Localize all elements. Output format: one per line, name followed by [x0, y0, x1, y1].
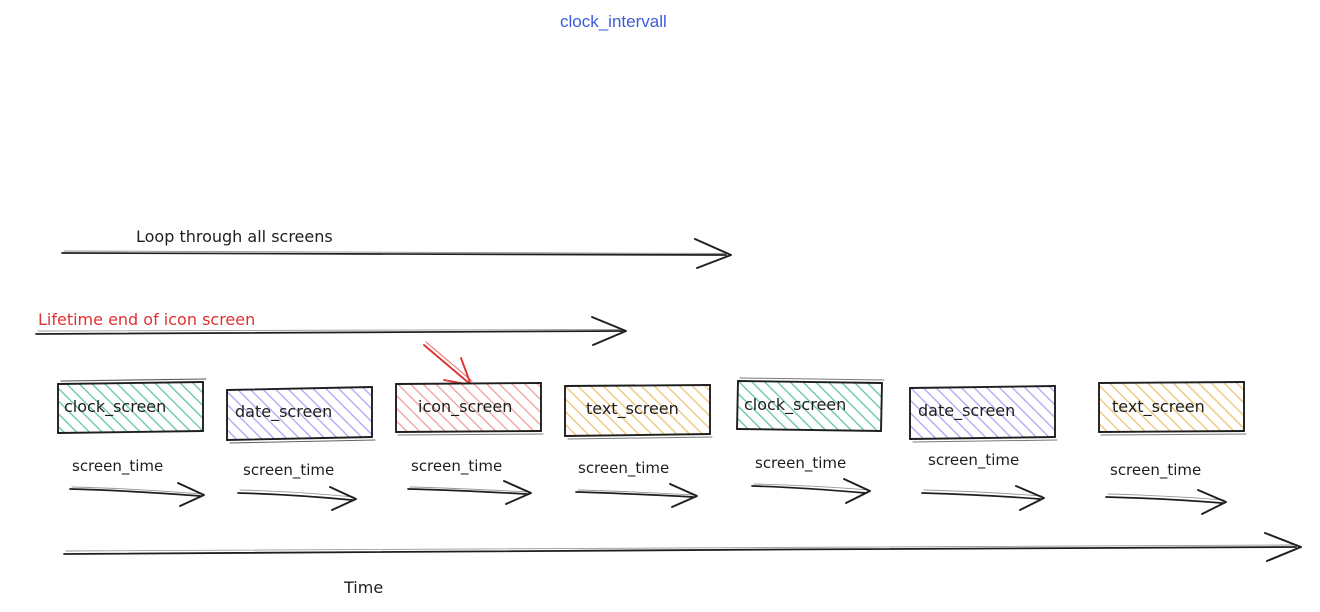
- time-axis-arrow: [63, 532, 1302, 562]
- screen-box-text-screen-2[interactable]: [1098, 381, 1247, 436]
- lifetime-end-arrow: [35, 316, 627, 346]
- screen-box-date-screen-1[interactable]: [226, 386, 376, 444]
- screen-box-date-screen-2[interactable]: [909, 385, 1058, 443]
- screen-time-arrow-6: [921, 485, 1045, 511]
- screen-box-clock-screen-2[interactable]: [736, 377, 885, 432]
- screen-box-text-screen-1[interactable]: [564, 384, 713, 440]
- screen-time-arrow-4: [575, 483, 698, 508]
- lifetime-pointer-arrow: [423, 341, 473, 386]
- screen-boxes: [57, 377, 1247, 444]
- screen-time-arrow-5: [751, 478, 871, 504]
- screen-time-arrow-2: [237, 486, 357, 511]
- screen-time-arrow-7: [1105, 489, 1227, 515]
- screen-box-clock-screen-1[interactable]: [57, 378, 207, 434]
- screen-time-arrow-3: [407, 480, 532, 505]
- loop-through-screens-arrow: [61, 238, 732, 269]
- screen-time-arrows: [69, 478, 1227, 515]
- screen-time-arrow-1: [69, 482, 205, 507]
- screen-box-icon-screen[interactable]: [395, 382, 544, 436]
